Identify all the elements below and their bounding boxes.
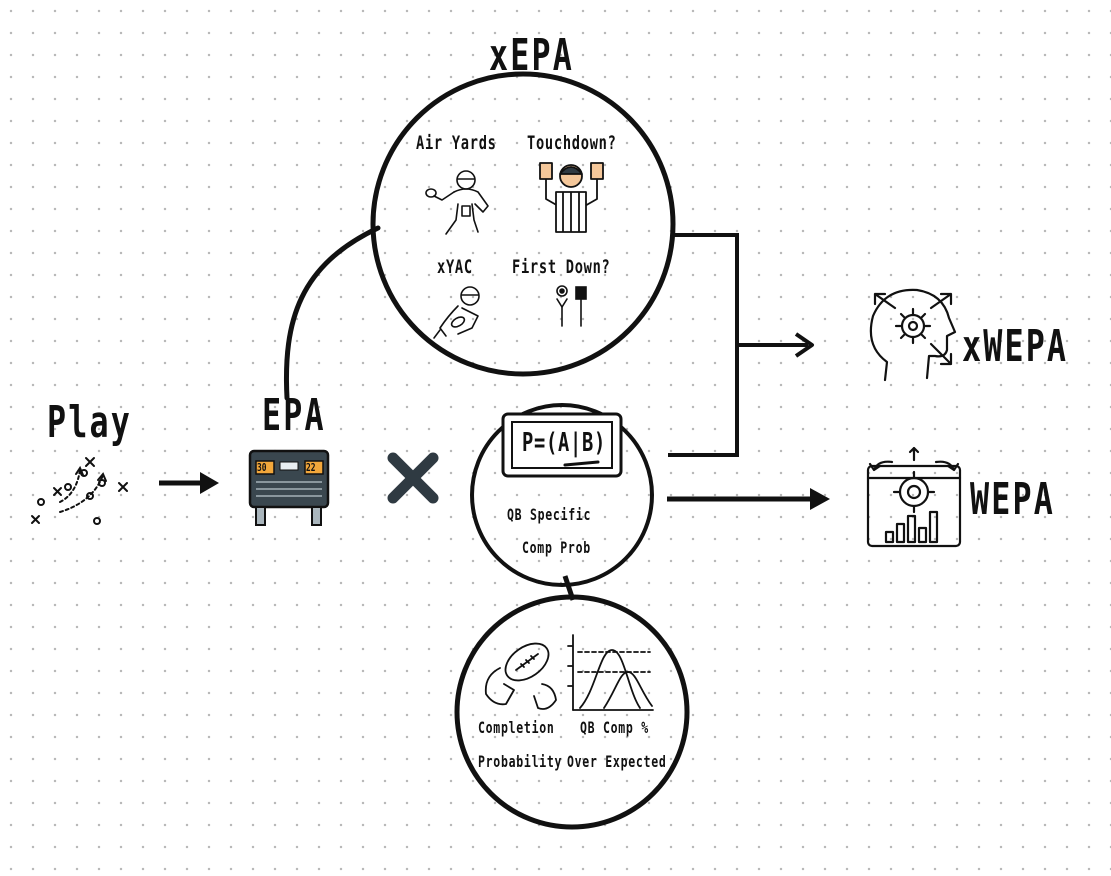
touchdown-label: Touchdown? xyxy=(527,132,617,154)
probability-label: Probability xyxy=(478,752,563,771)
epa-to-xepa-connector xyxy=(283,225,381,401)
wepa-title: WEPA xyxy=(970,474,1055,525)
completion-circle xyxy=(454,594,690,830)
qb-comp-pct-label: QB Comp % xyxy=(580,718,649,737)
hands-catching-ball-icon xyxy=(484,642,557,710)
formula-board-icon xyxy=(501,412,623,478)
formula-text: P=(A|B) xyxy=(522,428,606,458)
air-yards-label: Air Yards xyxy=(416,132,497,154)
playbook-icon xyxy=(31,457,128,525)
scoreboard-home-score: 30 xyxy=(257,461,267,474)
dashboard-gear-icon xyxy=(866,446,962,548)
play-title: Play xyxy=(47,397,132,448)
ai-head-icon xyxy=(869,288,957,382)
qb-specific-label: QB Specific xyxy=(507,505,592,524)
xwepa-title: xWEPA xyxy=(962,321,1069,372)
xepa-title: xEPA xyxy=(489,30,574,81)
completion-label: Completion xyxy=(478,718,555,737)
arrow-to-wepa-head xyxy=(810,488,830,510)
receiver-icon xyxy=(433,286,480,339)
xepa-circle xyxy=(370,71,676,377)
arrow-to-xwepa-head xyxy=(794,332,814,358)
first-down-label: First Down? xyxy=(512,256,611,278)
multiply-operator-icon xyxy=(387,452,439,504)
xyac-label: xYAC xyxy=(437,256,473,278)
arrow-play-to-epa-head xyxy=(200,472,219,494)
qb-comp-circle xyxy=(470,403,654,587)
quarterback-icon xyxy=(425,170,489,235)
distribution-chart-icon xyxy=(567,634,654,711)
first-down-marker-icon xyxy=(556,285,587,327)
comp-prob-label: Comp Prob xyxy=(522,538,591,557)
scoreboard-away-score: 22 xyxy=(306,461,316,474)
referee-icon xyxy=(539,162,604,233)
scoreboard-icon xyxy=(248,449,330,526)
epa-title: EPA xyxy=(262,390,326,441)
xwepa-bracket xyxy=(668,233,739,457)
over-expected-label: Over Expected xyxy=(567,752,667,771)
